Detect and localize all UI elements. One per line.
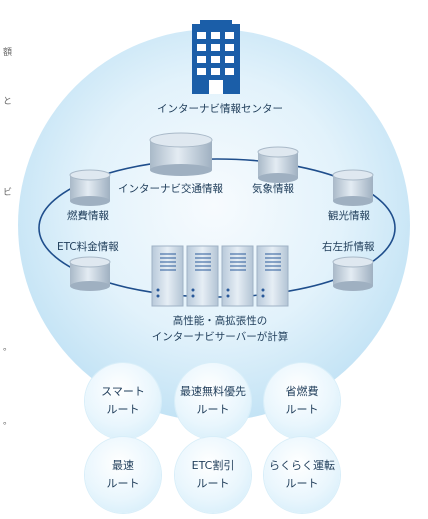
weather-database-icon [257,146,299,183]
info-center-sphere [18,29,410,421]
route-suffix: ルート [196,403,230,416]
route-suffix: ルート [106,477,140,490]
traffic-database-icon [149,132,213,176]
route-name: 最速無料優先 [180,385,246,398]
route-suffix: ルート [196,477,230,490]
edge-text-fragment: 額 [3,48,13,58]
route-circle-fuel-saving: 省燃費 ルート [264,363,340,439]
etc-fee-database-icon [69,256,111,291]
edge-text-fragment: 。 [3,417,13,427]
route-name: らくらく運転 [269,459,335,472]
server-caption-line1: 高性能・高拡張性の [172,315,268,327]
weather-info-label: 気象情報 [252,183,294,195]
route-suffix: ルート [285,403,319,416]
route-circle-easy-driving: らくらく運転 ルート [264,437,340,513]
fuel-database-icon [69,169,111,206]
edge-text-fragment: と [3,97,13,107]
sightseeing-database-icon [332,169,374,206]
traffic-info-label: インターナビ交通情報 [118,183,223,195]
turn-database-icon [332,256,374,291]
fuel-info-label: 燃費情報 [67,210,109,222]
route-name: 最速 [112,459,134,472]
edge-text-fragment: ビ [3,188,13,198]
route-name: 省燃費 [285,385,319,398]
turn-info-label: 右左折情報 [322,241,375,253]
route-circle-fastest-free: 最速無料優先 ルート [175,363,251,439]
server-rack-icon [151,245,289,307]
info-center-title: インターナビ情報センター [157,103,283,115]
building-icon [192,20,240,94]
route-name: スマート [101,385,145,398]
edge-text-fragment: 。 [3,343,13,353]
route-circle-etc-discount: ETC割引 ルート [175,437,251,513]
route-name: ETC割引 [191,459,235,472]
route-circle-fastest: 最速 ルート [85,437,161,513]
sightseeing-info-label: 観光情報 [328,210,370,222]
route-circle-smart: スマート ルート [85,363,161,439]
etc-fee-info-label: ETC料金情報 [57,241,119,253]
route-suffix: ルート [106,403,140,416]
route-suffix: ルート [285,477,319,490]
server-caption-line2: インターナビサーバーが計算 [151,331,289,343]
